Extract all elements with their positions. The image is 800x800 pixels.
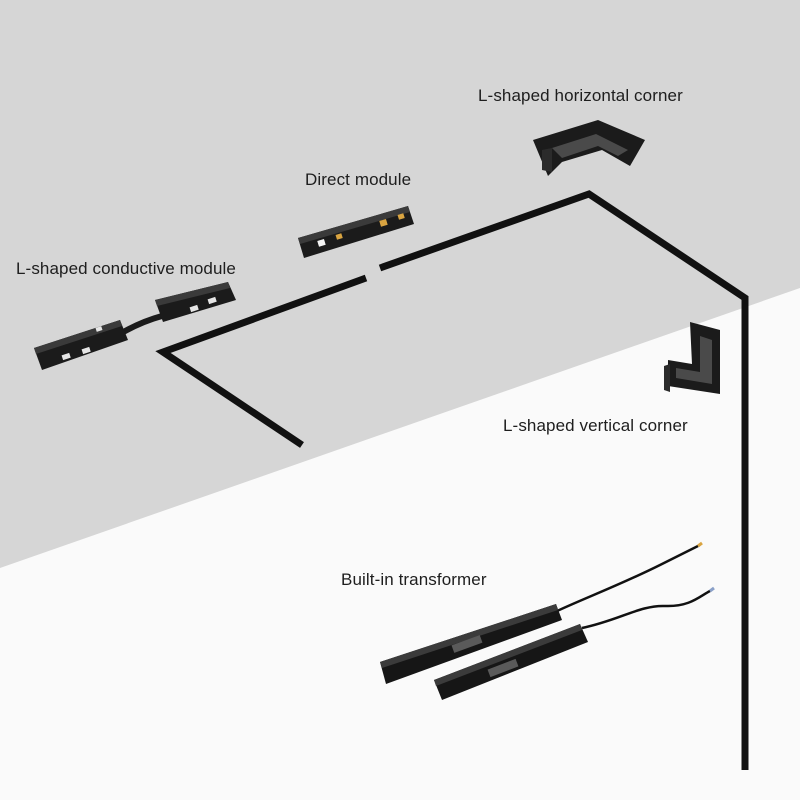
- label-direct-module: Direct module: [305, 170, 412, 189]
- transformer-icon: [380, 541, 715, 700]
- track-segment-left: [155, 274, 368, 448]
- label-transformer: Built-in transformer: [341, 570, 487, 589]
- label-vertical-corner: L-shaped vertical corner: [503, 416, 688, 435]
- l-horizontal-corner-icon: [533, 120, 645, 176]
- direct-module-icon: [298, 206, 414, 258]
- track-line: [155, 190, 749, 770]
- label-conductive-module: L-shaped conductive module: [16, 259, 236, 278]
- label-horizontal-corner: L-shaped horizontal corner: [478, 86, 683, 105]
- l-conductive-module-icon: [34, 282, 236, 370]
- l-vertical-corner-icon: [664, 322, 720, 394]
- track-segment-right: [378, 190, 749, 770]
